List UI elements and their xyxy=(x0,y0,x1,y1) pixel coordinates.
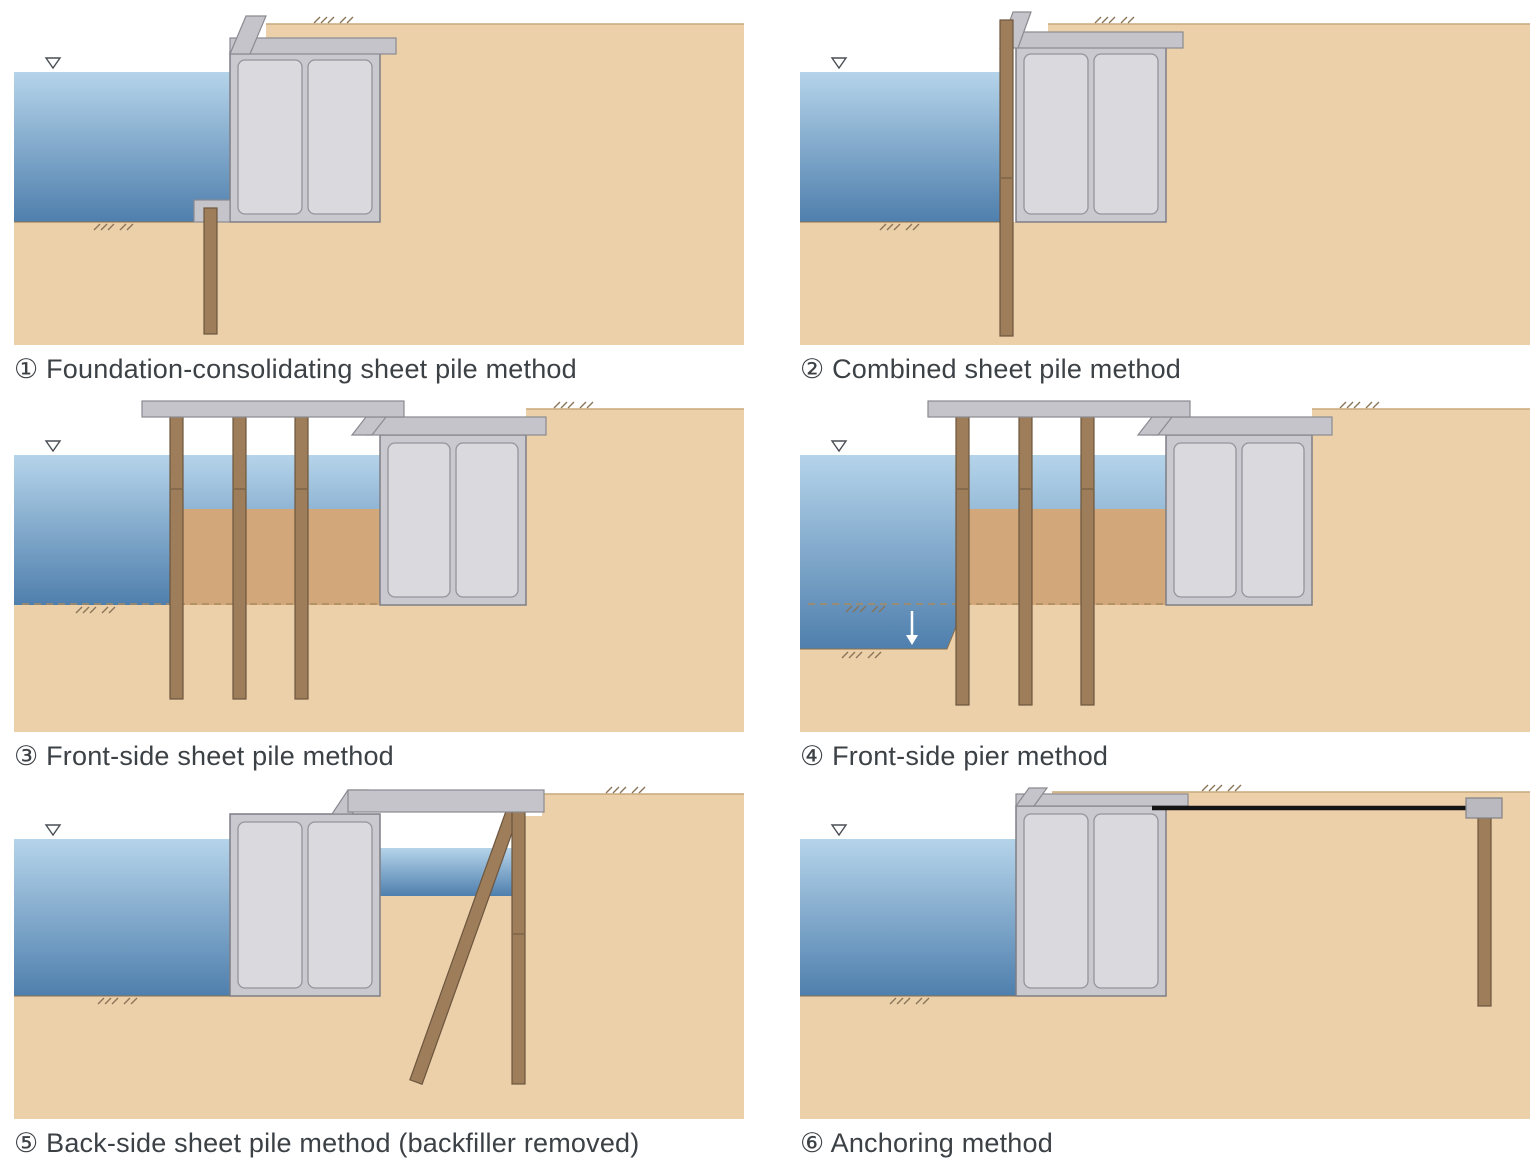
backfill xyxy=(179,509,380,605)
relieving-slab xyxy=(347,789,545,813)
panel-3: ③ Front-side sheet pile method xyxy=(14,397,744,772)
dredge-arrow-icon xyxy=(906,611,918,645)
water-level-icon xyxy=(44,57,62,70)
water xyxy=(800,72,1000,222)
panel-1-diagram xyxy=(14,15,744,345)
caisson-cell xyxy=(387,442,451,598)
ground-hatch-icon xyxy=(93,223,134,231)
caisson-cell xyxy=(307,821,373,989)
ground-hatch-icon xyxy=(97,997,138,1005)
water-level-icon xyxy=(44,440,62,453)
panel-6-diagram xyxy=(800,784,1530,1119)
anchor-block xyxy=(1465,797,1503,819)
panel-2: ② Combined sheet pile method xyxy=(800,10,1530,385)
soil xyxy=(14,409,744,732)
soil xyxy=(14,794,744,1119)
caisson-cell xyxy=(1241,442,1305,598)
panel-2-diagram xyxy=(800,11,1530,345)
front-pile-row xyxy=(955,410,1095,706)
panel-3-caption: ③ Front-side sheet pile method xyxy=(14,741,394,771)
panel-1: ① Foundation-consolidating sheet pile me… xyxy=(14,10,744,385)
concrete-cap xyxy=(1015,793,1189,807)
panel-4-diagram xyxy=(800,400,1530,732)
caisson-cell xyxy=(1173,442,1237,598)
water xyxy=(14,839,230,996)
concrete-cap xyxy=(229,37,397,55)
concrete-cap xyxy=(365,416,547,436)
ground-hatch-icon xyxy=(1094,16,1135,24)
ground-hatch-icon xyxy=(841,651,882,659)
front-pile-row xyxy=(169,410,309,700)
water-level-icon xyxy=(44,824,62,837)
ground-hatch-icon xyxy=(845,605,886,613)
water xyxy=(800,839,1016,996)
panel-5-diagram xyxy=(14,786,744,1119)
parapet xyxy=(229,15,267,55)
panel-3-diagram xyxy=(14,400,744,732)
foundation-sheet-pile xyxy=(203,207,218,335)
ground-hatch-icon xyxy=(313,16,354,24)
caisson-cell xyxy=(1023,813,1089,989)
caisson-cell xyxy=(237,59,303,215)
water-level-icon xyxy=(830,440,848,453)
panel-4: ④ Front-side pier method xyxy=(800,397,1530,772)
pile-deck xyxy=(141,400,405,418)
ground-hatch-icon xyxy=(75,606,116,614)
ground-hatch-icon xyxy=(879,223,920,231)
panel-1-caption: ① Foundation-consolidating sheet pile me… xyxy=(14,354,577,384)
ground-hatch-icon xyxy=(605,786,646,794)
water xyxy=(14,72,230,222)
panel-5-caption: ⑤ Back-side sheet pile method (backfille… xyxy=(14,1128,640,1158)
pile-deck xyxy=(927,400,1191,418)
soil xyxy=(800,409,1530,732)
panel-4-caption: ④ Front-side pier method xyxy=(800,741,1109,771)
panel-6-caption: ⑥ Anchoring method xyxy=(800,1128,1053,1158)
ground-hatch-icon xyxy=(1201,784,1242,792)
caisson-cell xyxy=(237,821,303,989)
panel-5: ⑤ Back-side sheet pile method (backfille… xyxy=(14,784,744,1159)
front-sheet-pile xyxy=(999,19,1014,337)
ground-hatch-icon xyxy=(1339,401,1380,409)
water-level-icon xyxy=(830,824,848,837)
panel-2-caption: ② Combined sheet pile method xyxy=(800,354,1182,384)
vertical-pile xyxy=(511,807,526,1085)
ground-hatch-icon xyxy=(553,401,594,409)
concrete-cap xyxy=(1151,416,1333,436)
water-level-icon xyxy=(830,57,848,70)
caisson-cell xyxy=(1093,813,1159,989)
caisson-cell xyxy=(455,442,519,598)
ground-hatch-icon xyxy=(889,997,930,1005)
caisson-cell xyxy=(1093,53,1159,215)
caisson-cell xyxy=(1023,53,1089,215)
panel-6: ⑥ Anchoring method xyxy=(800,784,1530,1159)
backfill xyxy=(965,509,1166,605)
caisson-cell xyxy=(307,59,373,215)
concrete-cap xyxy=(1015,31,1184,49)
anchor-pile xyxy=(1477,813,1492,1007)
parapet xyxy=(1014,787,1049,807)
